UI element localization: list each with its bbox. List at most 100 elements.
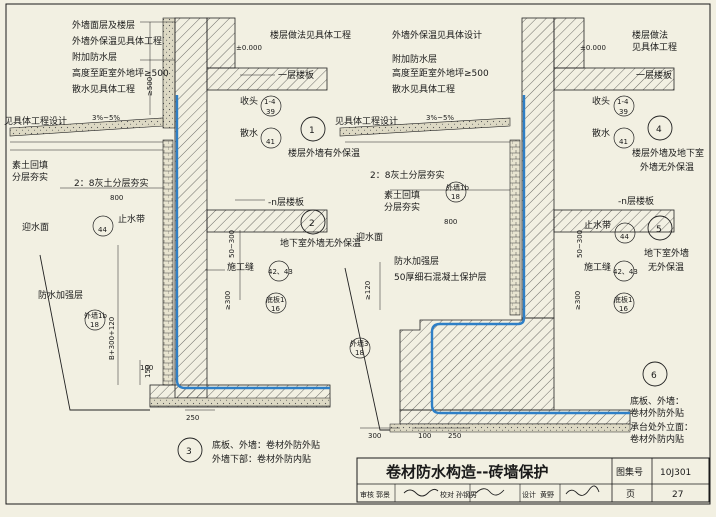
left-label-backfill-2: 分层夯实 [12,171,48,183]
left-label-reinforcement: 防水加强层 [38,289,83,301]
right-floor-slab-1 [553,67,675,91]
designer-signature [565,485,600,496]
checker-signature [475,488,505,496]
left-ref-41: 41 [266,138,275,146]
right-ref-14: 1-4 [617,98,629,106]
left-ref-18: 18 [90,321,99,329]
right-label-reinforcement: 防水加强层 [394,255,439,267]
right-caption-6d: 卷材外防内贴 [630,433,684,445]
title-block [356,457,710,503]
right-ref-44: 44 [620,233,629,241]
right-membrane [430,95,630,415]
right-callout-6: 6 [651,371,657,381]
right-label-nfloor: -n层楼板 [618,195,654,207]
right-brick-protection-wall [509,139,521,316]
left-caption-2: 地下室外墙无外保温 [280,237,361,249]
right-caption-6b: 卷材外防外贴 [630,407,684,419]
left-dim-250: 250 [186,414,199,422]
left-dim-300: ≥300 [224,291,232,310]
right-label-lime-soil: 2：8灰土分层夯实 [370,169,444,181]
left-detail [9,17,331,463]
left-wall-upper [206,17,236,69]
left-label-soil: 见具体工程设计 [4,115,67,127]
left-ref-4243: 42、43 [268,268,293,276]
right-label-protect: 50厚细石混凝土保护层 [394,271,486,283]
right-caption-4a: 楼层外墙及地下室 [632,147,704,159]
left-callout-1: 1 [309,126,315,136]
right-floor-slab-n [553,209,675,233]
right-ref-39: 39 [619,108,628,116]
right-callout-5: 5 [656,225,662,235]
right-dim-50: 50~300 [576,230,584,258]
right-elevation: ±0.000 [580,44,606,52]
page-number: 27 [672,490,683,500]
design-label: 设计 [522,490,536,499]
right-dim-300a: 300 [368,432,381,440]
left-cushion-layer [149,397,331,407]
left-label-lime-soil: 2：8灰土分层夯实 [74,177,148,189]
left-ref-16: 16 [271,305,280,313]
left-dim-150: 150 [144,365,152,378]
left-label-apron: 散水见具体工程 [72,83,135,95]
left-caption-1: 楼层外墙有外保温 [288,147,360,159]
right-detail [339,17,675,433]
right-ref-18: 18 [451,193,460,201]
left-dim-b: B+300+120 [108,317,116,360]
left-label-additional-waterproof: 附加防水层 [72,51,117,63]
reviewer-signature [403,488,439,497]
right-slope: 3%~5% [426,114,454,122]
right-label-floorproc-2: 楼层做法 [632,29,668,41]
drawing-title: 卷材防水构造--砖墙保护 [385,463,548,481]
right-ref-41: 41 [619,138,628,146]
right-ref-dbl: 底板1 [614,295,632,304]
right-caption-6c: 承台处外立面： [630,421,693,433]
left-label-sanshui: 散水 [240,127,258,139]
right-dim-800: 800 [444,218,457,226]
check-label: 校对 [440,490,454,499]
right-label-backfill-2: 分层夯实 [384,201,420,213]
left-label-insulation: 外墙外保温见具体工程 [72,35,162,47]
checker-name: 孙钢男 [456,490,477,499]
right-dim-250: 250 [448,432,461,440]
left-floor-slab-n [206,209,328,233]
right-label-insulation: 外墙外保温见具体设计 [392,29,482,41]
left-apron [9,117,164,137]
left-dim-100: 100 [140,364,153,372]
right-ref-wq3: 外墙3 [350,339,368,348]
right-ref-16: 16 [619,305,628,313]
right-ref-18b: 18 [355,349,364,357]
left-callout-2: 2 [309,219,315,229]
left-ref-dbl: 底板1 [266,295,284,304]
left-ref-wq1b: 外墙1b [84,311,107,320]
right-caption-6a: 底板、外墙： [630,395,684,407]
left-label-upstream: 迎水面 [22,221,49,233]
right-label-shoutou: 收头 [592,95,610,107]
left-label-shoutou: 收头 [240,95,258,107]
left-floor-slab-1 [206,67,328,91]
right-caption-5b: 无外保温 [648,261,684,273]
right-label-backfill-1: 素土回填 [384,189,420,201]
left-ref-44: 44 [98,226,107,234]
right-ref-wq1b: 外墙1b [446,183,469,192]
left-ref-14: 1-4 [264,98,276,106]
right-label-upstream: 迎水面 [356,231,383,243]
left-brick-protection-wall [162,139,174,386]
left-label-waterstop: 止水带 [118,213,145,225]
right-concrete-wall [521,17,555,319]
left-dim-500: ≥500 [146,77,154,96]
left-caption-3a: 底板、外墙：卷材外防外贴 [212,439,320,451]
right-caption-4b: 外墙无外保温 [640,161,694,173]
left-caption-3b: 外墙下部：卷材外防内贴 [212,453,311,465]
left-slope: 3%~5% [92,114,120,122]
right-label-height: 高度至距室外地坪≥500 [392,67,489,79]
right-label-joint: 施工缝 [584,261,611,273]
designer-name: 黄野 [540,490,554,499]
left-label-height: 高度至距室外地坪≥500 [72,67,169,79]
right-label-sanshui: 散水 [592,127,610,139]
left-membrane [175,95,330,390]
right-dim-300: ≥300 [574,291,582,310]
left-label-floor-process: 楼层做法见具体工程 [270,29,351,41]
page-label: 页 [626,489,635,500]
atlas-number-label: 图集号 [616,466,643,478]
